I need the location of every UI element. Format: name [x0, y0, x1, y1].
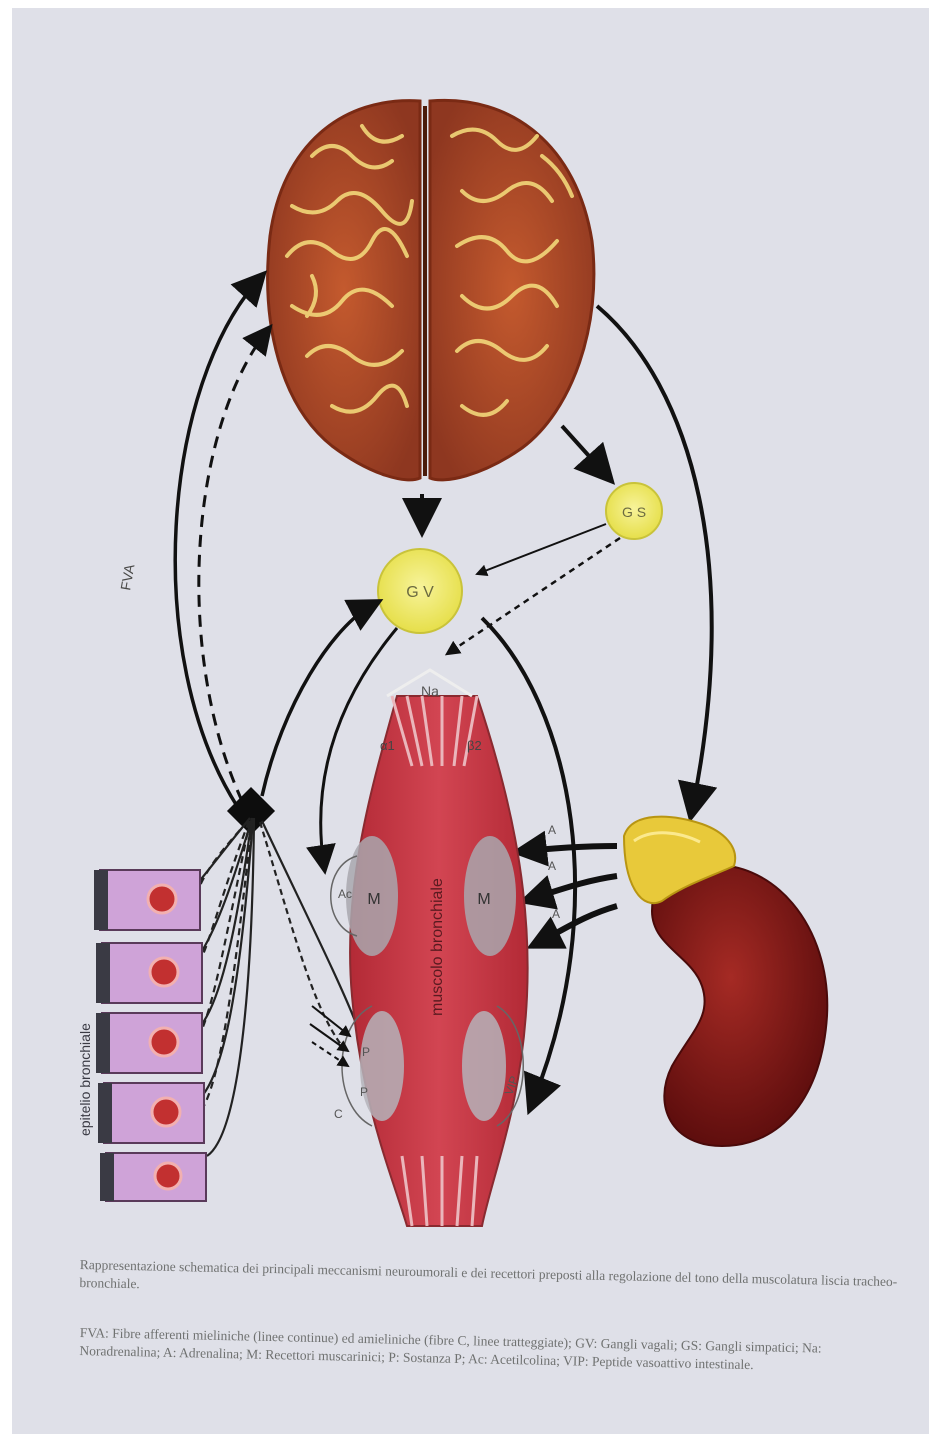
adrenaline-label-1: A	[548, 823, 556, 837]
muscle-label: muscolo bronchiale	[429, 878, 446, 1016]
epithelium-label: epitelio bronchiale	[77, 1023, 93, 1136]
alpha1-label: α1	[380, 738, 395, 753]
m-right-label: M	[477, 891, 490, 908]
m-left-label: M	[367, 891, 380, 908]
p-label-2: P	[360, 1085, 368, 1099]
brain-illustration	[268, 100, 594, 479]
gv-label: G V	[406, 584, 434, 601]
adrenaline-label-2: A	[548, 859, 556, 873]
gs-label: G S	[622, 504, 646, 520]
kidney-adrenal-illustration	[624, 817, 827, 1146]
epithelium-cells	[94, 870, 206, 1201]
small-fiber-arrows	[310, 1006, 350, 1066]
adrenaline-label-3: A	[552, 907, 560, 921]
fva-label: FVA	[117, 562, 137, 591]
ac-label: Ac	[338, 887, 352, 901]
na-label: Na	[421, 683, 439, 699]
beta2-label: β2	[467, 738, 482, 753]
neurohumoral-diagram: G V G S FVA	[12, 6, 932, 1436]
slide-photo: G V G S FVA	[12, 6, 932, 1436]
c-label: C	[334, 1107, 343, 1121]
p-label-1: P	[362, 1045, 370, 1059]
afferent-fibers	[192, 818, 357, 1156]
